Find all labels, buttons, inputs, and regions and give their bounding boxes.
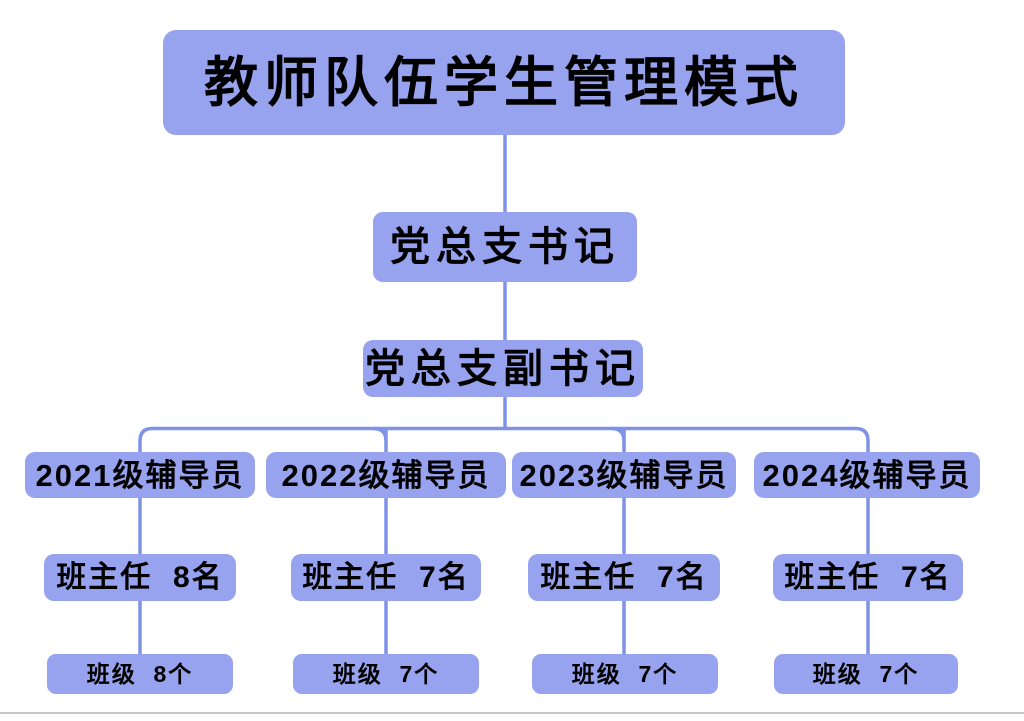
node-classes-2022: 班级 7个	[293, 654, 479, 694]
node-counselor-2021: 2021级辅导员	[25, 452, 255, 498]
node-deputy-secretary: 党总支副书记	[363, 340, 643, 397]
node-secretary: 党总支书记	[373, 212, 637, 282]
chart-title: 教师队伍学生管理模式	[163, 30, 845, 135]
node-classes-2021: 班级 8个	[47, 654, 233, 694]
node-classes-2023: 班级 7个	[532, 654, 718, 694]
node-head-teachers-2022: 班主任 7名	[291, 554, 481, 601]
node-classes-2024: 班级 7个	[774, 654, 958, 694]
page-bottom-edge	[0, 712, 1024, 714]
node-counselor-2023: 2023级辅导员	[512, 452, 736, 498]
node-counselor-2024: 2024级辅导员	[754, 452, 980, 498]
bracket-line	[138, 426, 870, 662]
node-head-teachers-2021: 班主任 8名	[44, 554, 236, 601]
node-counselor-2022: 2022级辅导员	[266, 452, 506, 498]
node-head-teachers-2024: 班主任 7名	[773, 554, 963, 601]
node-head-teachers-2023: 班主任 7名	[528, 554, 720, 601]
